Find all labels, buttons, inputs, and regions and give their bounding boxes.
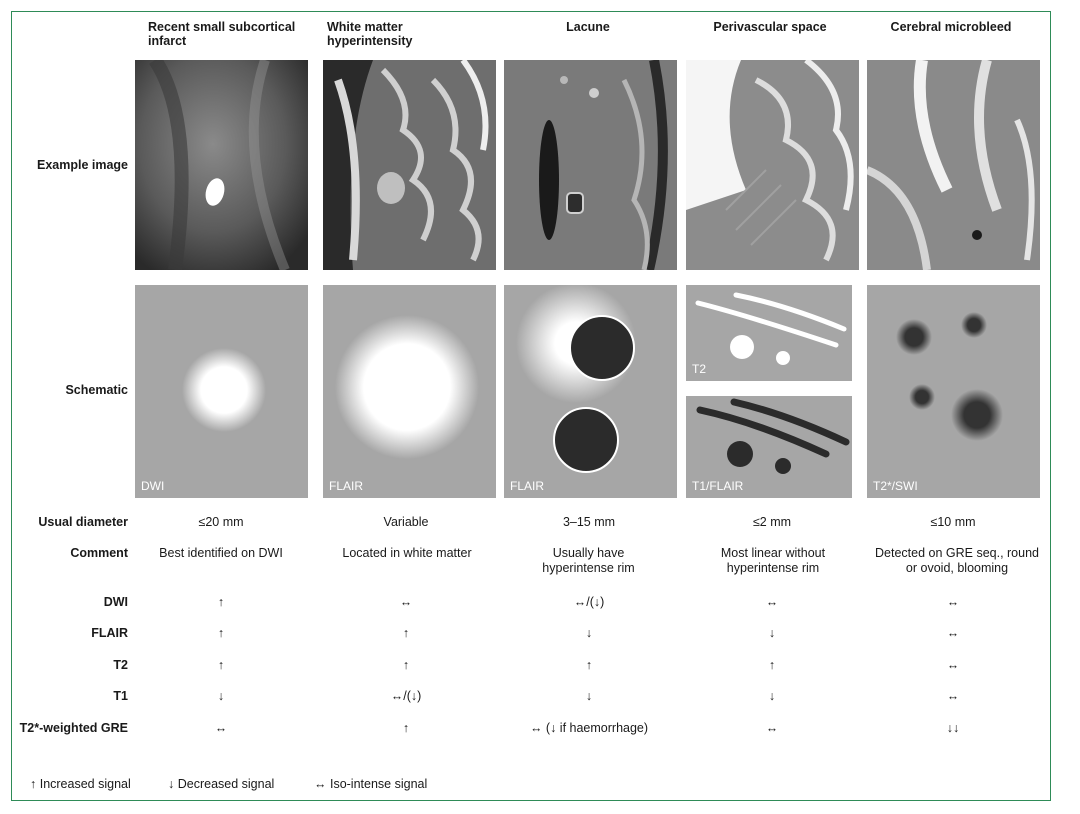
- column-header-lacune: Lacune: [566, 20, 610, 34]
- row-label-diameter: Usual diameter: [38, 515, 128, 529]
- table-cell: ↑: [768, 658, 776, 672]
- column-header-infarct: Recent small subcortical infarct: [148, 20, 296, 48]
- table-cell: ↔: [946, 658, 960, 672]
- legend-increased: ↑ Increased signal: [30, 777, 131, 791]
- table-cell: ↑: [585, 658, 593, 672]
- table-cell: ↔: [399, 595, 413, 609]
- schematic-label: DWI: [141, 479, 165, 493]
- table-cell: ↓: [217, 689, 225, 703]
- table-cell: ↔: [765, 721, 779, 735]
- table-cell: 3–15 mm: [562, 515, 616, 529]
- schematic-pvs-t2: T2: [686, 285, 852, 381]
- schematic-pvs-t1: T1/FLAIR: [686, 396, 852, 498]
- table-cell: ↔: [946, 689, 960, 703]
- table-cell: ↔: [946, 626, 960, 640]
- table-cell: ↑: [402, 721, 410, 735]
- row-label-t2: T2: [113, 658, 128, 672]
- schematic-wmh: FLAIR: [323, 285, 496, 498]
- table-cell: ↑: [217, 658, 225, 672]
- legend-decreased: ↓ Decreased signal: [168, 777, 275, 791]
- table-cell: ↓: [768, 626, 776, 640]
- table-cell: ↑: [217, 595, 225, 609]
- schematic-label: T2: [692, 362, 707, 376]
- schematic-microbleed: T2*/SWI: [867, 285, 1040, 498]
- table-cell: ↓: [768, 689, 776, 703]
- table-cell: ↓↓: [946, 721, 960, 735]
- row-label-flair: FLAIR: [91, 626, 128, 640]
- table-cell: Detected on GRE seq., round or ovoid, bl…: [875, 546, 1039, 575]
- table-cell: Usually have hyperintense rim: [542, 546, 635, 575]
- table-cell: ↔/(↓): [573, 595, 605, 609]
- schematic-infarct: DWI: [135, 285, 308, 498]
- mri-image-wmh: [323, 60, 496, 270]
- row-label-example-image: Example image: [36, 158, 128, 172]
- row-label-t1: T1: [113, 689, 128, 703]
- mri-image-infarct: [135, 60, 308, 270]
- table-cell: Best identified on DWI: [159, 546, 283, 560]
- table-cell: ↔: [765, 595, 779, 609]
- table-cell: ↔ (↓ if haemorrhage): [529, 721, 649, 735]
- schematic-label: FLAIR: [329, 479, 364, 493]
- table-cell: ↔/(↓): [390, 689, 422, 703]
- table-cell: ↑: [402, 626, 410, 640]
- table-cell: ≤2 mm: [752, 515, 792, 529]
- table-cell: Most linear without hyperintense rim: [720, 546, 826, 575]
- column-header-pvs: Perivascular space: [713, 20, 827, 34]
- table-cell: ↓: [585, 626, 593, 640]
- mri-image-lacune: [504, 60, 677, 270]
- table-cell: Variable: [383, 515, 429, 529]
- table-cell: ≤10 mm: [930, 515, 976, 529]
- row-label-comment: Comment: [70, 546, 128, 560]
- table-cell: ↑: [402, 658, 410, 672]
- schematic-label: T2*/SWI: [873, 479, 918, 493]
- schematic-label: FLAIR: [510, 479, 545, 493]
- column-header-wmh: White matter hyperintensity: [327, 20, 413, 48]
- legend-iso-intense: ↔ Iso-intense signal: [314, 777, 428, 791]
- table-cell: ↔: [946, 595, 960, 609]
- mri-image-microbleed: [867, 60, 1040, 270]
- table-cell: Located in white matter: [342, 546, 472, 560]
- row-label-dwi: DWI: [103, 595, 128, 609]
- table-cell: ↔: [214, 721, 228, 735]
- table-cell: ≤20 mm: [198, 515, 244, 529]
- table-cell: ↑: [217, 626, 225, 640]
- schematic-label: T1/FLAIR: [692, 479, 744, 493]
- row-label-schematic: Schematic: [65, 383, 128, 397]
- table-cell: ↓: [585, 689, 593, 703]
- column-header-microbleed: Cerebral microbleed: [890, 20, 1012, 34]
- row-label-gre: T2*-weighted GRE: [19, 721, 128, 735]
- mri-image-pvs: [686, 60, 859, 270]
- schematic-lacune: FLAIR: [504, 285, 677, 498]
